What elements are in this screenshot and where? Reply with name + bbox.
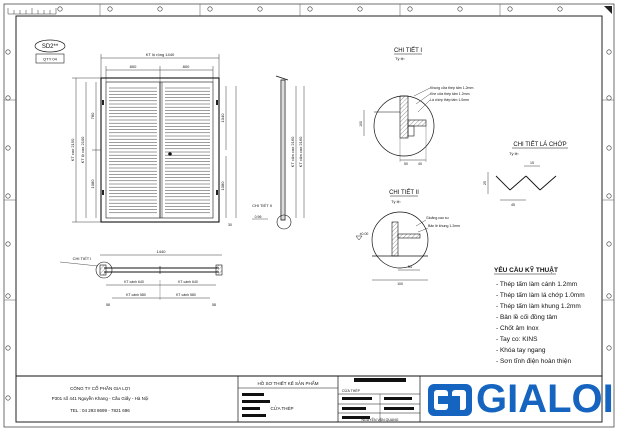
front-view-dims-top xyxy=(100,54,220,82)
detail-2-title: CHI TIẾT II xyxy=(389,189,419,196)
dim-right-seg-2: 1080 xyxy=(220,181,225,191)
requirement-item: - Sơn tĩnh điện hoàn thiện xyxy=(496,358,571,365)
door-handle xyxy=(168,152,172,156)
title-block-field: CỬA THÉP xyxy=(342,388,361,393)
dim-height-seg-1: 780 xyxy=(90,112,95,119)
detail-1-scale: Tỷ lệ: xyxy=(395,56,405,61)
detail-2-note-1: Gioăng cao su xyxy=(426,216,449,220)
side-callout: CHI TIẾT II xyxy=(252,203,272,208)
requirement-item: - Thép tấm làm cánh 1.2mm xyxy=(496,279,577,288)
side-callout-dim: 0.96 xyxy=(255,215,262,219)
plan-view xyxy=(59,254,223,300)
louver-dim-2: 45 xyxy=(511,203,515,207)
louver-title: CHI TIẾT LÁ CHỚP xyxy=(513,141,566,148)
border-ticks xyxy=(4,4,614,301)
inner-border xyxy=(15,15,603,423)
company-phone: TEL : 04 293 8699 - 7821 696 xyxy=(70,408,130,413)
louver-dim-3: 15 xyxy=(530,161,534,165)
plan-callout: CHI TIẾT I xyxy=(73,256,92,261)
detail-1-note-1: Khung cửa thép tấm 1.2mm xyxy=(430,86,473,90)
drawing-code: SD2** xyxy=(42,44,59,50)
plan-dim-left-b: KT cánh 580 xyxy=(126,293,146,297)
dim-right-seg-1: 1040 xyxy=(220,113,225,123)
plan-dim-edge-r: 58 xyxy=(212,303,216,307)
detail-1 xyxy=(363,87,435,162)
requirement-item: - Thép tấm làm lá chớp 1.0mm xyxy=(496,290,585,299)
detail-2-dim-h: 54 xyxy=(408,265,412,269)
outer-border xyxy=(3,3,615,428)
requirements-title: YÊU CẦU KỸ THUẬT xyxy=(494,264,558,274)
detail-1-note-2: Khe cửa thép tấm 1.2mm xyxy=(430,92,470,96)
title-block xyxy=(16,375,602,422)
detail-2-dim-total: 100 xyxy=(397,282,403,286)
detail-1-note-3: Lá chớp thép tấm 1.0mm xyxy=(430,98,469,102)
front-view-dims-left xyxy=(72,77,101,223)
detail-1-dim-h1: 50 xyxy=(404,162,408,166)
gialoi-logo: GIALOI xyxy=(428,377,614,421)
detail-1-dim-h2: 40 xyxy=(418,162,422,166)
dim-width-total: KT lộ rộng 1440 xyxy=(146,52,175,57)
product-name: CỬA THÉP xyxy=(270,405,293,411)
requirement-item: - Khóa tay ngang xyxy=(496,347,546,354)
front-view xyxy=(100,77,220,223)
detail-2-note-2: Bản lề khung 1.2mm xyxy=(428,224,460,228)
detail-1-dim-v: 100 xyxy=(359,121,363,127)
side-view xyxy=(275,75,305,230)
corner-mark xyxy=(604,6,612,14)
drawing-code-box: SD2** QTY 04 xyxy=(34,39,66,64)
plan-dim-edge-l: 58 xyxy=(106,303,110,307)
dim-width-left: 800 xyxy=(130,64,137,69)
front-view-dims-right xyxy=(225,86,237,218)
plan-dim-right: KT cánh 640 xyxy=(178,280,198,284)
dim-width-right: 800 xyxy=(183,64,190,69)
logo-text: GIALOI xyxy=(476,377,614,421)
detail-2-scale: Tỷ lệ: xyxy=(391,199,401,204)
dim-height-total: KT cao 2150 xyxy=(70,138,75,161)
plan-dim-left: KT cánh 640 xyxy=(124,280,144,284)
dim-height-seg-2: 1080 xyxy=(90,179,95,189)
dim-height-inner: KT lộ cao 2100 xyxy=(80,136,85,164)
side-dim-height-2: KT cửa cao 2160 xyxy=(298,136,303,167)
detail-2 xyxy=(355,211,429,281)
plan-dim-total: 1440 xyxy=(157,249,167,254)
company-address: P301 số 441 Nguyễn Khang - Cầu Giấy - Hà… xyxy=(52,395,149,401)
louver-scale: Tỷ lệ: xyxy=(509,151,519,156)
drawing-qty: QTY 04 xyxy=(43,57,57,62)
top-ruler xyxy=(7,8,57,15)
louver-dim-1: 25 xyxy=(483,181,487,185)
border-markers xyxy=(5,6,612,401)
requirement-item: - Tay co: KINS xyxy=(496,336,538,343)
requirement-item: - Chốt âm Inox xyxy=(496,323,539,332)
detail-1-title: CHI TIẾT I xyxy=(394,47,422,54)
side-dim-height: KT cửa cao 2160 xyxy=(290,136,295,167)
detail-2-level: ±0.00 xyxy=(360,232,369,236)
dim-bottom-mark: 30 xyxy=(228,223,232,227)
company-name: CÔNG TY CỔ PHẦN GIA LỢI xyxy=(70,385,130,391)
plan-dim-right-b: KT cánh 580 xyxy=(176,293,196,297)
project-title: HỒ SƠ THIẾT KẾ SẢN PHẨM xyxy=(258,380,319,386)
requirement-item: - Thép tấm làm khung 1.2mm xyxy=(496,301,581,310)
logo-mark-icon xyxy=(428,384,472,416)
requirement-item: - Bản lề cối đồng tâm xyxy=(496,312,557,321)
signer-name: NGUYỄN VĂN QUANG xyxy=(362,417,399,422)
louver-detail xyxy=(487,165,557,201)
